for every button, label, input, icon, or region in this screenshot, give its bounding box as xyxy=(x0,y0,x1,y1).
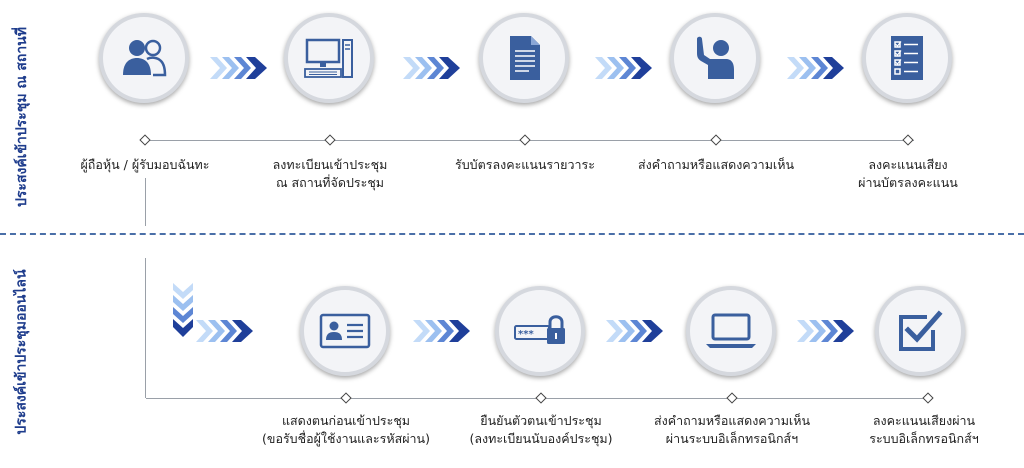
online-step-4-circle xyxy=(875,286,965,376)
online-step-2-circle: *** xyxy=(495,286,585,376)
online-section-title-wrap: ประสงค์เข้าประชุมออนไลน์ xyxy=(0,236,44,468)
onsite-step-3-circle xyxy=(479,13,569,103)
onsite-arrow-3 xyxy=(595,57,652,79)
online-start-arrow-right xyxy=(196,320,253,342)
onsite-step-4-label: ส่งคำถามหรือแสดงความเห็น xyxy=(637,157,794,172)
onsite-connector xyxy=(145,178,146,226)
checklist-icon xyxy=(891,36,923,80)
id-card-icon xyxy=(319,313,371,349)
online-arrow-1 xyxy=(413,320,470,342)
online-section-title: ประสงค์เข้าประชุมออนไลน์ xyxy=(14,269,30,435)
online-step-3-marker xyxy=(726,392,738,404)
onsite-step-1-label: ผู้ถือหุ้น / ผู้รับมอบฉันทะ xyxy=(80,157,210,172)
laptop-icon xyxy=(706,313,756,348)
online-step-3-circle xyxy=(686,286,776,376)
online-arrow-3 xyxy=(797,320,854,342)
onsite-step-4-circle xyxy=(670,13,760,103)
online-step-1-circle xyxy=(300,286,390,376)
svg-text:***: *** xyxy=(518,329,534,340)
onsite-step-5-label: ลงคะแนนเสียง ผ่านบัตรลงคะแนน xyxy=(858,157,958,190)
onsite-arrow-4 xyxy=(787,57,844,79)
raise-hand-icon xyxy=(697,36,734,79)
onsite-step-3-marker xyxy=(519,134,531,146)
onsite-step-2-circle xyxy=(284,13,374,103)
online-step-2-label: ยืนยันตัวตนเข้าประชุม (ลงทะเบียนนับองค์ป… xyxy=(469,413,613,446)
online-start-arrow-down xyxy=(173,283,193,337)
onsite-step-1-circle xyxy=(99,13,189,103)
onsite-step-5-circle xyxy=(862,13,952,103)
onsite-step-3-label: รับบัตรลงคะแนนรายวาระ xyxy=(455,157,595,172)
onsite-step-2-label: ลงทะเบียนเข้าประชุม ณ สถานที่จัดประชุม xyxy=(272,157,388,190)
online-step-1-marker xyxy=(340,392,352,404)
online-step-4-marker xyxy=(922,392,934,404)
onsite-section-title-wrap: ประสงค์เข้าประชุม ณ สถานที่ xyxy=(0,0,44,233)
onsite-step-1-marker xyxy=(139,134,151,146)
checkbox-icon xyxy=(899,310,943,351)
online-step-3-label: ส่งคำถามหรือแสดงความเห็น ผ่านระบบอิเล็กท… xyxy=(653,413,810,446)
online-step-1-label: แสดงตนก่อนเข้าประชุม (ขอรับชื่อผู้ใช้งาน… xyxy=(262,413,430,446)
onsite-step-4-marker xyxy=(710,134,722,146)
onsite-section-title: ประสงค์เข้าประชุม ณ สถานที่ xyxy=(14,26,30,207)
document-icon xyxy=(510,36,540,80)
section-divider xyxy=(0,233,1024,235)
password-lock-icon: *** xyxy=(514,315,565,344)
online-arrow-2 xyxy=(606,320,663,342)
online-step-4-label: ลงคะแนนเสียงผ่าน ระบบอิเล็กทรอนิกส์ฯ xyxy=(869,413,979,446)
onsite-arrow-1 xyxy=(210,57,267,79)
onsite-step-5-marker xyxy=(902,134,914,146)
online-step-2-marker xyxy=(535,392,547,404)
online-connector xyxy=(145,258,146,398)
onsite-arrow-2 xyxy=(403,57,460,79)
computer-icon xyxy=(304,38,353,78)
users-icon xyxy=(123,39,167,77)
onsite-step-2-marker xyxy=(324,134,336,146)
